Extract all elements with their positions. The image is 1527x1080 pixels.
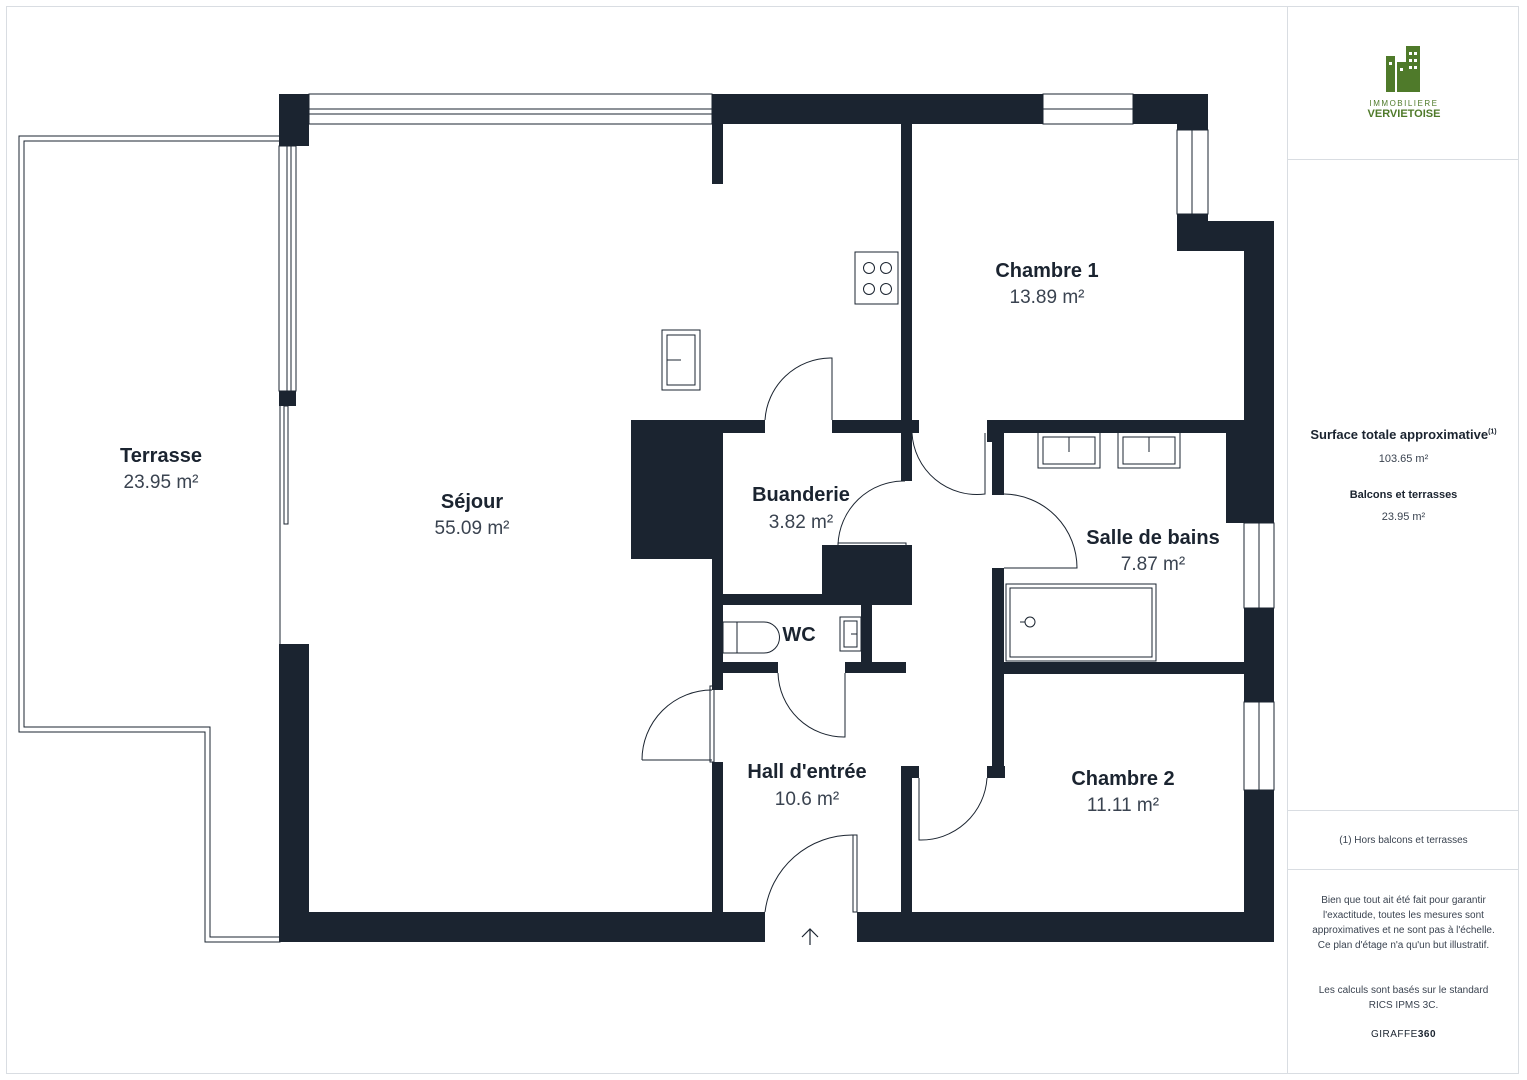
brand-mark: GIRAFFE360	[1370, 1029, 1437, 1040]
room-area-hall: 10.6 m²	[775, 789, 839, 810]
stove-icon	[854, 251, 899, 305]
disclaimer: Bien que tout ait été fait pour garantir…	[1312, 895, 1495, 951]
company-logo: IMMOBILIERE VERVIETOISE	[1358, 42, 1450, 122]
room-name-chambre-2: Chambre 2	[1071, 768, 1174, 790]
toilet-icon	[722, 621, 780, 654]
room-name-chambre-1: Chambre 1	[995, 260, 1098, 282]
room-area-buanderie: 3.82 m²	[769, 512, 833, 533]
bathroom-sink-icon	[1037, 431, 1101, 469]
room-name-buanderie: Buanderie	[752, 484, 850, 506]
sidebar-divider	[1287, 6, 1288, 1074]
room-area-chambre-1: 13.89 m²	[1010, 287, 1085, 308]
sink-icon	[661, 329, 701, 391]
room-area-salle-de-bains: 7.87 m²	[1121, 554, 1185, 575]
balcony-label: Balcons et terrasses	[1349, 489, 1458, 501]
building-logo-icon	[1386, 46, 1420, 92]
footnote: (1) Hors balcons et terrasses	[1339, 835, 1468, 846]
sidebar-separator	[1288, 810, 1519, 811]
total-surface-footnote: (1)	[1488, 428, 1497, 436]
logo-line-2: VERVIETOISE	[1367, 108, 1441, 120]
total-surface-label: Surface totale approximative(1)	[1310, 427, 1497, 442]
entrance-arrow-icon	[801, 928, 819, 945]
walls	[279, 94, 1274, 942]
room-name-wc: WC	[782, 624, 815, 646]
windows	[278, 93, 1275, 791]
room-area-terrasse: 23.95 m²	[124, 472, 199, 493]
room-labels: Terrasse 23.95 m² Séjour 55.09 m² Chambr…	[120, 260, 1220, 816]
bathroom-sink-icon	[1117, 431, 1181, 469]
sidebar-separator	[1288, 869, 1519, 870]
room-area-sejour: 55.09 m²	[435, 518, 510, 539]
wc-sink-icon	[839, 616, 862, 652]
bathtub-icon	[1005, 583, 1157, 662]
room-name-terrasse: Terrasse	[120, 445, 202, 467]
room-name-hall: Hall d'entrée	[747, 761, 866, 783]
logo-line-1: IMMOBILIERE	[1369, 99, 1439, 108]
sidebar-separator	[1288, 159, 1519, 160]
room-area-chambre-2: 11.11 m²	[1087, 795, 1159, 816]
balcony-value: 23.95 m²	[1381, 511, 1426, 523]
room-name-salle-de-bains: Salle de bains	[1086, 527, 1219, 549]
floor-plan: Terrasse 23.95 m² Séjour 55.09 m² Chambr…	[18, 93, 1275, 945]
terrace-outline	[18, 135, 281, 943]
room-name-sejour: Séjour	[441, 491, 503, 513]
doors	[641, 357, 1078, 913]
fixtures	[661, 251, 1181, 662]
total-surface-value: 103.65 m²	[1378, 453, 1429, 465]
page-frame	[6, 6, 1519, 1074]
standard-note: Les calculs sont basés sur le standard R…	[1318, 985, 1489, 1011]
